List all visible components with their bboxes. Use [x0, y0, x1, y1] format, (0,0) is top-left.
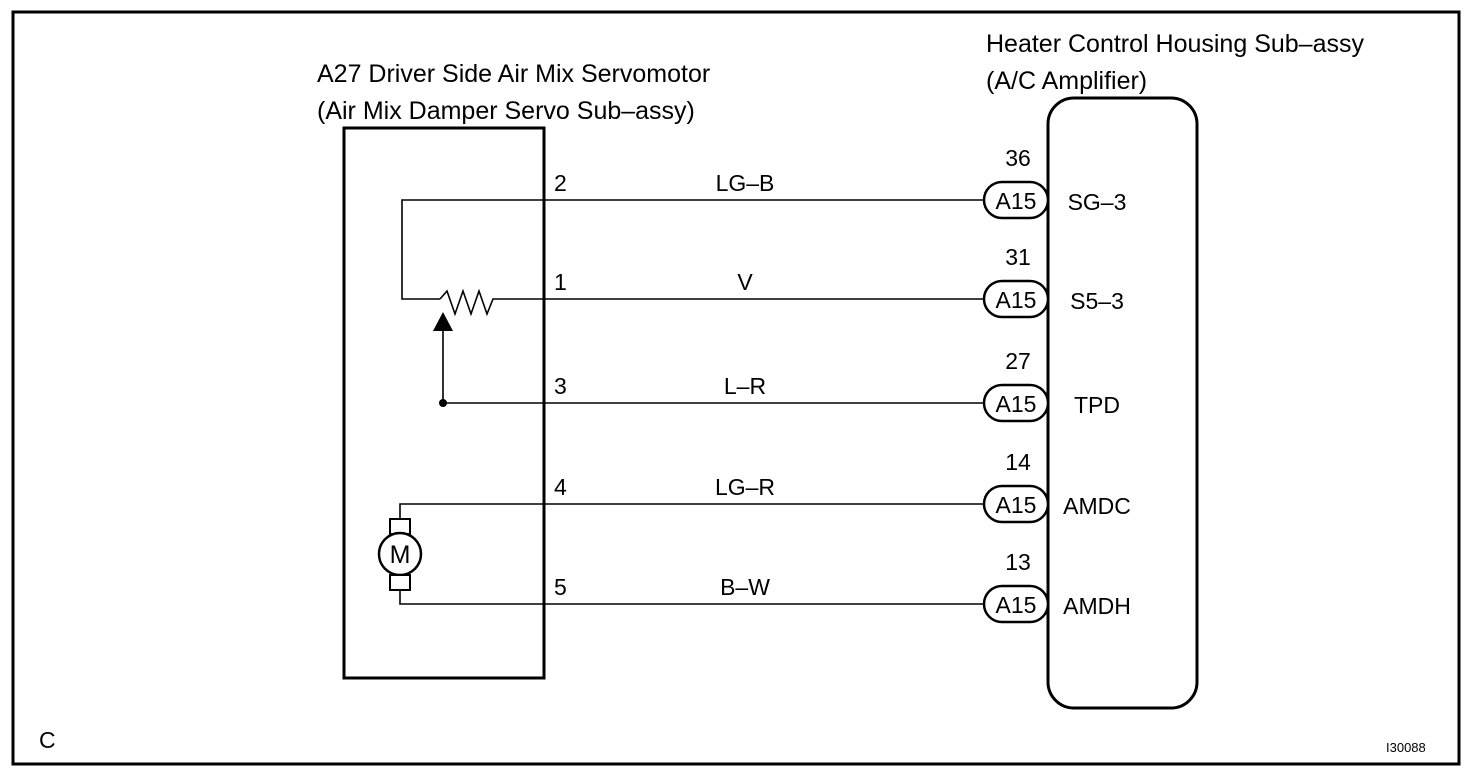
connector-outline	[982, 279, 1050, 319]
servo-pin-number: 5	[554, 574, 567, 600]
servo-pin-number: 2	[554, 170, 567, 196]
amp-pin-number: 27	[1005, 348, 1031, 374]
connector-code: A15	[996, 287, 1037, 313]
servomotor-title-line2: (Air Mix Damper Servo Sub–assy)	[317, 97, 695, 125]
servo-pin-number: 1	[554, 269, 567, 295]
amp-signal-name: SG–3	[1068, 189, 1127, 215]
connector-outline	[982, 180, 1050, 220]
connector-outline	[982, 484, 1050, 524]
wire-color-code: B–W	[720, 574, 770, 600]
diagram-frame	[11, 10, 1461, 766]
potentiometer-symbol	[401, 199, 546, 407]
connector-outline	[982, 584, 1050, 624]
wire-color-code: LG–R	[715, 474, 775, 500]
servo-pin-number: 3	[554, 373, 567, 399]
amp-pin-number: 36	[1005, 145, 1031, 171]
connector-code: A15	[996, 592, 1037, 618]
wire-color-code: V	[737, 269, 753, 295]
amp-pin-number: 13	[1005, 549, 1031, 575]
connector-outline	[982, 383, 1050, 423]
wire-color-code: LG–B	[716, 170, 775, 196]
amplifier-title-line2: (A/C Amplifier)	[986, 67, 1147, 95]
wire-color-code: L–R	[724, 373, 766, 399]
corner-label: C	[39, 727, 56, 753]
figure-id: I30088	[1386, 740, 1426, 755]
connector-code: A15	[996, 492, 1037, 518]
connector-code: A15	[996, 188, 1037, 214]
amp-pin-number: 31	[1005, 244, 1031, 270]
amplifier-title-line1: Heater Control Housing Sub–assy	[986, 30, 1364, 58]
wiper-arrow	[433, 312, 453, 331]
connector-code: A15	[996, 391, 1037, 417]
amp-signal-name: S5–3	[1070, 288, 1124, 314]
amp-signal-name: TPD	[1074, 392, 1120, 418]
amp-signal-name: AMDC	[1063, 493, 1131, 519]
servomotor-title-line1: A27 Driver Side Air Mix Servomotor	[317, 60, 710, 88]
amp-pin-number: 14	[1005, 449, 1031, 475]
wiper-junction	[439, 399, 447, 407]
motor-label: M	[390, 541, 411, 569]
servo-pin-number: 4	[554, 474, 567, 500]
motor-symbol: M	[377, 503, 546, 605]
amp-signal-name: AMDH	[1063, 593, 1131, 619]
servomotor-component: A27 Driver Side Air Mix Servomotor (Air …	[317, 60, 710, 680]
